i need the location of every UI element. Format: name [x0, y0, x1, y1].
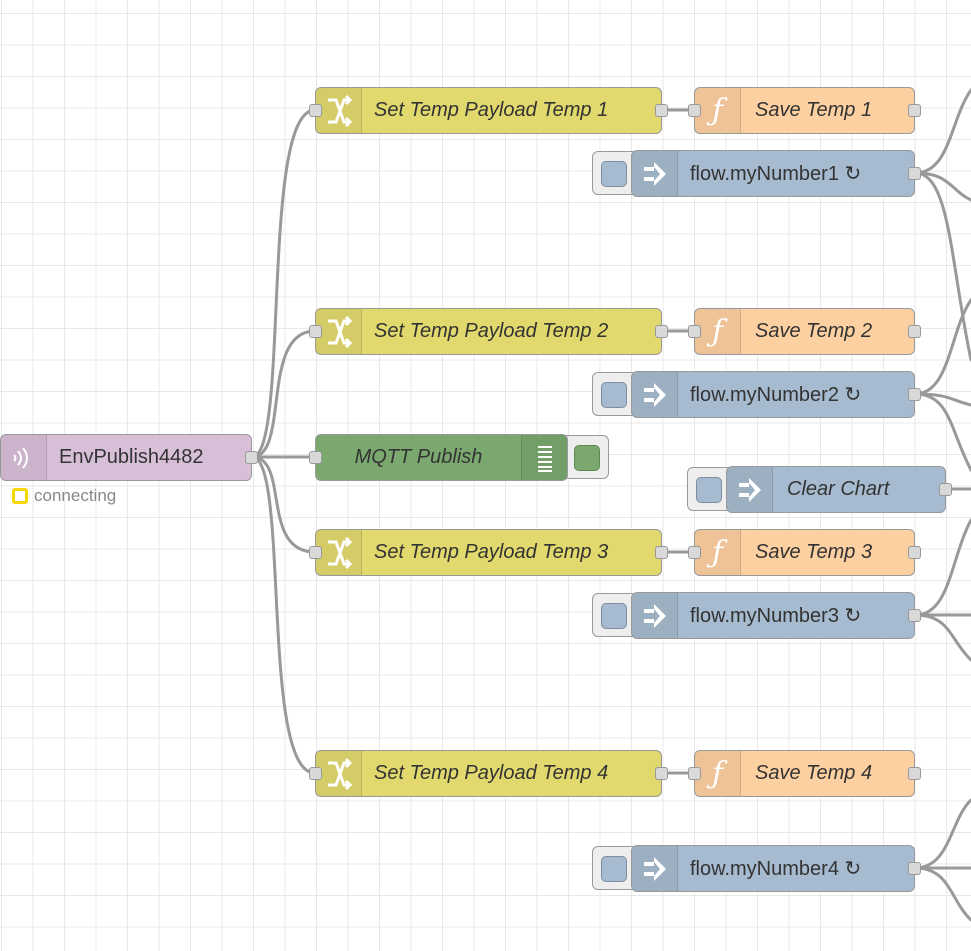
wire: [913, 171, 971, 362]
list-icon: [521, 435, 567, 480]
mqtt-publish-node[interactable]: MQTT Publish: [309, 434, 568, 481]
inject-node-4[interactable]: flow.myNumber4 ↻: [631, 845, 921, 892]
output-port[interactable]: [655, 325, 668, 338]
wire: [913, 866, 971, 922]
wire: [913, 613, 971, 662]
wire: [250, 455, 317, 775]
shuffle-icon: [316, 88, 362, 133]
inject-trigger-button[interactable]: [592, 151, 638, 195]
shuffle-icon: [316, 530, 362, 575]
function-icon: ƒ: [695, 309, 741, 354]
function-node-3[interactable]: ƒ Save Temp 3: [688, 529, 921, 576]
trigger-square: [601, 603, 627, 629]
change-node-2[interactable]: Set Temp Payload Temp 2: [309, 308, 668, 355]
change-node-3[interactable]: Set Temp Payload Temp 3: [309, 529, 668, 576]
wire: [913, 798, 971, 870]
shuffle-icon: [316, 309, 362, 354]
wire: [913, 392, 971, 472]
output-port[interactable]: [908, 767, 921, 780]
change-node-4[interactable]: Set Temp Payload Temp 4: [309, 750, 668, 797]
wifi-broadcast-icon: [1, 435, 47, 480]
output-port[interactable]: [908, 862, 921, 875]
output-port[interactable]: [245, 451, 258, 464]
inject-trigger-button[interactable]: [592, 846, 638, 890]
input-port[interactable]: [688, 767, 701, 780]
inject-node-2[interactable]: flow.myNumber2 ↻: [631, 371, 921, 418]
node-label: Save Temp 2: [755, 320, 873, 342]
arrow-right-icon: [727, 467, 773, 512]
node-label: Clear Chart: [787, 478, 890, 500]
input-port[interactable]: [688, 546, 701, 559]
inject-trigger-button[interactable]: [687, 467, 733, 511]
arrow-right-icon: [632, 593, 678, 638]
wire: [913, 171, 971, 202]
envpublish-node[interactable]: EnvPublish4482: [0, 434, 258, 481]
node-label: flow.myNumber4 ↻: [690, 858, 862, 880]
output-port[interactable]: [908, 609, 921, 622]
change-node-1[interactable]: Set Temp Payload Temp 1: [309, 87, 668, 134]
inject-node-3[interactable]: flow.myNumber3 ↻: [631, 592, 921, 639]
node-label: Set Temp Payload Temp 2: [374, 320, 609, 342]
output-port[interactable]: [908, 546, 921, 559]
status-text: connecting: [34, 486, 117, 505]
inject-trigger-button[interactable]: [592, 593, 638, 637]
node-label: EnvPublish4482: [59, 446, 204, 468]
output-port[interactable]: [908, 104, 921, 117]
output-port[interactable]: [655, 767, 668, 780]
function-icon: ƒ: [695, 751, 741, 796]
trigger-square: [601, 161, 627, 187]
output-port[interactable]: [908, 388, 921, 401]
function-node-4[interactable]: ƒ Save Temp 4: [688, 750, 921, 797]
input-port[interactable]: [688, 104, 701, 117]
node-label: flow.myNumber2 ↻: [690, 384, 862, 406]
function-node-1[interactable]: ƒ Save Temp 1: [688, 87, 921, 134]
trigger-square: [601, 856, 627, 882]
node-label: flow.myNumber3 ↻: [690, 605, 862, 627]
trigger-square: [696, 477, 722, 503]
node-label: Set Temp Payload Temp 4: [374, 762, 609, 784]
output-port[interactable]: [908, 325, 921, 338]
status-connecting-icon: [12, 488, 28, 504]
input-port[interactable]: [309, 767, 322, 780]
arrow-right-icon: [632, 372, 678, 417]
input-port[interactable]: [309, 451, 322, 464]
node-label: Save Temp 3: [755, 541, 873, 563]
trigger-square: [601, 382, 627, 408]
wire: [913, 298, 971, 396]
wire: [250, 329, 317, 459]
wire: [913, 392, 971, 407]
wire: [250, 108, 317, 459]
node-label: Set Temp Payload Temp 1: [374, 99, 609, 121]
node-label: Set Temp Payload Temp 3: [374, 541, 609, 563]
input-port[interactable]: [309, 104, 322, 117]
output-port[interactable]: [655, 546, 668, 559]
node-status: connecting: [12, 486, 116, 506]
clear-chart-node[interactable]: Clear Chart: [726, 466, 952, 513]
function-icon: ƒ: [695, 88, 741, 133]
wire: [250, 455, 317, 554]
inject-node-1[interactable]: flow.myNumber1 ↻: [631, 150, 921, 197]
function-icon: ƒ: [695, 530, 741, 575]
toggle-square: [574, 445, 600, 471]
wire: [913, 88, 971, 175]
output-port[interactable]: [908, 167, 921, 180]
output-port[interactable]: [655, 104, 668, 117]
node-label: MQTT Publish: [354, 446, 483, 468]
input-port[interactable]: [688, 325, 701, 338]
wire: [913, 518, 971, 617]
input-port[interactable]: [309, 546, 322, 559]
arrow-right-icon: [632, 151, 678, 196]
inject-trigger-button[interactable]: [592, 372, 638, 416]
node-label: Save Temp 1: [755, 99, 873, 121]
input-port[interactable]: [309, 325, 322, 338]
output-port[interactable]: [939, 483, 952, 496]
node-label: flow.myNumber1 ↻: [690, 163, 862, 185]
node-label: Save Temp 4: [755, 762, 873, 784]
arrow-right-icon: [632, 846, 678, 891]
function-node-2[interactable]: ƒ Save Temp 2: [688, 308, 921, 355]
shuffle-icon: [316, 751, 362, 796]
